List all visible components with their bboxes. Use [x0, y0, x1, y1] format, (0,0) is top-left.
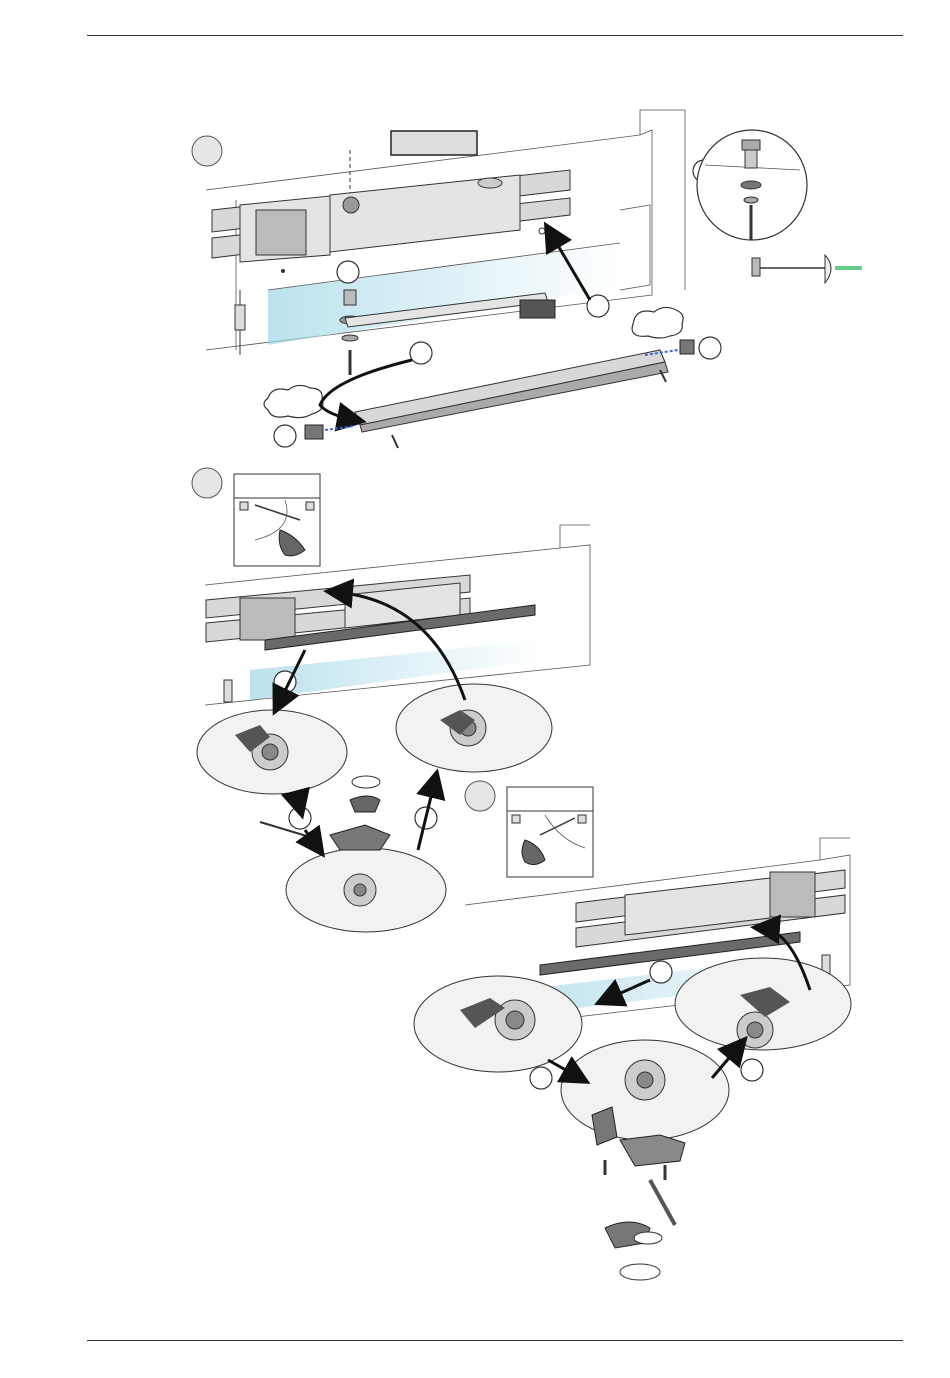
cam-detail-3-center-icon	[561, 1040, 729, 1140]
note-cloud-left	[264, 385, 323, 417]
sub-callout-i	[650, 961, 672, 983]
step-1-marker	[192, 136, 222, 166]
rail-icon	[305, 340, 694, 439]
door-swing-diagram-icon	[234, 474, 320, 566]
cam-detail-3-left-icon	[414, 976, 582, 1072]
sub-callout-d	[699, 337, 721, 359]
sub-callout-j	[530, 1067, 552, 1089]
step-2-marker	[192, 468, 222, 498]
label-box	[391, 131, 477, 155]
sub-callout-b	[410, 342, 432, 364]
detail-circle-1	[697, 130, 807, 240]
cam-detail-3-right-icon	[675, 958, 851, 1050]
torque-screwdriver-icon	[752, 255, 862, 283]
step-1-group	[192, 110, 862, 448]
sub-callout-g	[289, 807, 311, 829]
cam-exploded-icon	[260, 776, 446, 932]
cam-detail-right-icon	[396, 684, 552, 772]
door-swing-diagram-2-icon	[507, 787, 593, 877]
sub-callout-k	[741, 1059, 763, 1081]
note-cloud-right	[632, 307, 683, 338]
sub-callout-c	[274, 425, 296, 447]
step-3-marker	[465, 781, 495, 811]
cam-detail-icon	[197, 710, 347, 794]
step-3-group	[414, 781, 851, 1280]
